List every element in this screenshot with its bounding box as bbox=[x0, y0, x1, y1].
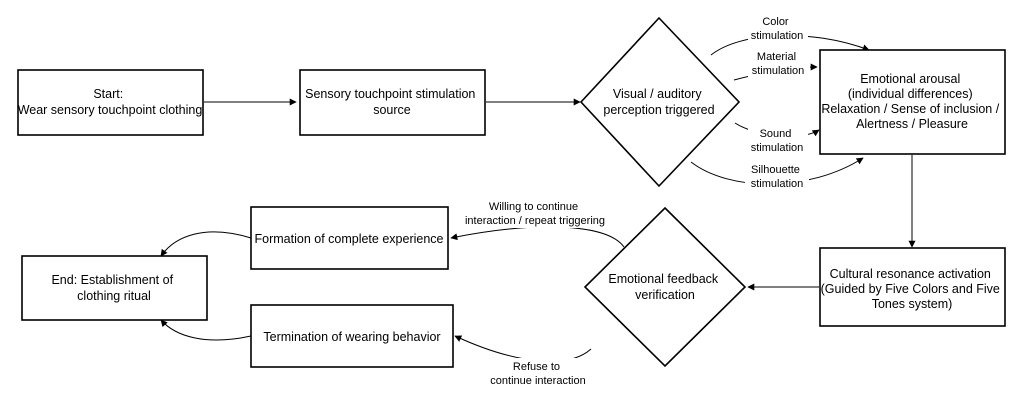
node-feedback: Emotional feedback verification bbox=[583, 206, 747, 368]
node-termination: Termination of wearing behavior bbox=[250, 304, 454, 368]
node-perception-label: Visual / auditory perception triggered bbox=[603, 87, 714, 117]
edge-label-refuse: Refuse to continue interaction bbox=[490, 361, 585, 387]
node-termination-label: Termination of wearing behavior bbox=[263, 330, 440, 344]
node-formation: Formation of complete experience bbox=[250, 206, 449, 270]
edge-label-silhouette: Silhouette stimulation bbox=[751, 164, 804, 190]
edge-feedback-to-formation bbox=[450, 226, 625, 248]
node-formation-label: Formation of complete experience bbox=[255, 232, 444, 246]
edge-label-sound: Sound stimulation bbox=[751, 128, 804, 154]
edge-termination-to-end bbox=[160, 319, 252, 341]
edge-label-material: Material stimulation bbox=[752, 51, 805, 77]
node-end: End: Establishment of clothing ritual bbox=[21, 255, 208, 321]
node-feedback-label: Emotional feedback verification bbox=[608, 272, 721, 302]
node-perception: Visual / auditory perception triggered bbox=[579, 16, 741, 188]
node-arousal: Emotional arousal (individual difference… bbox=[819, 49, 1006, 155]
edge-formation-to-end bbox=[160, 231, 252, 257]
edge-labels: Color stimulation Material stimulation S… bbox=[460, 13, 810, 387]
node-cultural: Cultural resonance activation (Guided by… bbox=[819, 247, 1006, 327]
node-arousal-label: Emotional arousal (individual difference… bbox=[821, 72, 1002, 131]
node-start: Start: Wear sensory touchpoint clothing bbox=[17, 69, 204, 136]
edge-label-willing: Willing to continue interaction / repeat… bbox=[465, 201, 605, 227]
node-source-label: Sensory touchpoint stimulation source bbox=[305, 87, 479, 117]
node-start-label: Start: Wear sensory touchpoint clothing bbox=[18, 87, 203, 117]
node-cultural-label: Cultural resonance activation (Guided by… bbox=[821, 267, 1004, 311]
edge-label-color: Color stimulation bbox=[751, 16, 804, 42]
node-source: Sensory touchpoint stimulation source bbox=[299, 69, 486, 136]
node-end-label: End: Establishment of clothing ritual bbox=[51, 273, 176, 303]
edge-feedback-to-termination bbox=[454, 335, 592, 362]
